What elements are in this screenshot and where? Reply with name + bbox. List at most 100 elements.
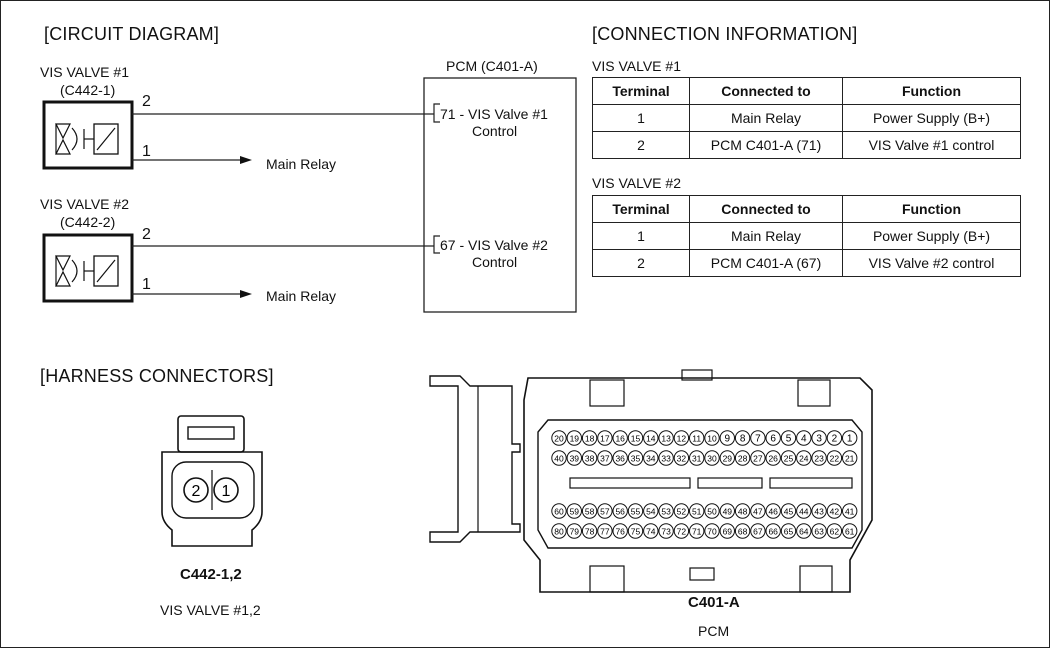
c401-pin	[719, 450, 735, 466]
c401-pin	[612, 450, 628, 466]
connection-info-title: [CONNECTION INFORMATION]	[592, 24, 858, 44]
c401-pin-label: 49	[723, 507, 733, 517]
c401-pin	[658, 503, 674, 519]
conn-table2-title: VIS VALVE #2	[592, 175, 681, 191]
valve1-symbol	[42, 100, 134, 170]
c442-pin-2: 2	[192, 483, 201, 500]
c401-pin	[597, 450, 613, 466]
c401-pin-label: 78	[585, 527, 595, 537]
valve2-name: VIS VALVE #2	[40, 196, 129, 212]
c401-pin	[551, 450, 567, 466]
c401-pin	[704, 430, 720, 446]
c401-pin-label: 21	[845, 454, 855, 464]
c401-pin-label: 51	[692, 507, 702, 517]
conn-table1-title: VIS VALVE #1	[592, 58, 681, 74]
c401-pin	[689, 503, 705, 519]
c401-pin-label: 75	[631, 527, 641, 537]
c401-pin-label: 30	[707, 454, 717, 464]
c401-pin-label: 24	[799, 454, 809, 464]
c401-pin-label: 17	[600, 434, 610, 444]
c401-pin	[826, 450, 843, 466]
c401-pin-label: 2	[832, 434, 838, 445]
c401-pin-label: 47	[753, 507, 763, 517]
valve2-main-relay: Main Relay	[266, 288, 337, 304]
c401-pin	[796, 503, 812, 519]
conn-cell: Power Supply (B+)	[842, 222, 1021, 250]
conn-cell: VIS Valve #1 control	[842, 131, 1021, 159]
c401-pin	[551, 430, 567, 446]
c442-desc: VIS VALVE #1,2	[160, 602, 261, 618]
conn-cell: 2	[592, 249, 690, 277]
c401-pin-label: 41	[845, 507, 855, 517]
c401-pin	[643, 430, 659, 446]
c401-pin	[842, 450, 858, 466]
pcm-pin67-marker	[433, 235, 440, 254]
table-row: 1 Main Relay Power Supply (B+)	[592, 222, 1021, 250]
conn-cell: 1	[592, 104, 690, 132]
valve2-symbol	[42, 233, 134, 303]
c401-pin	[704, 523, 720, 539]
c401-pin	[658, 450, 674, 466]
valve1-main-relay: Main Relay	[266, 156, 337, 172]
c401-pin	[704, 450, 720, 466]
valve1-pin2: 2	[142, 93, 151, 110]
c401-pin	[719, 523, 735, 539]
c401-pin-label: 20	[554, 434, 564, 444]
c401-pin	[658, 430, 674, 446]
pcm-pin71-label: 71 - VIS Valve #1	[440, 106, 548, 122]
conn-header-function: Function	[842, 77, 1021, 105]
c401-pin	[689, 523, 705, 539]
c401-pin	[597, 523, 613, 539]
c401-pin-label: 56	[615, 507, 625, 517]
c401-pin-label: 25	[784, 454, 794, 464]
c401-pin-label: 72	[677, 527, 687, 537]
c401-pin	[765, 450, 781, 466]
c401-pin-label: 8	[740, 434, 746, 445]
conn-cell: 2	[592, 131, 690, 159]
c401-pin-label: 13	[661, 434, 671, 444]
c442-name: C442-1,2	[180, 566, 242, 583]
circuit-diagram-title: [CIRCUIT DIAGRAM]	[44, 24, 220, 44]
c401-pin-label: 12	[677, 434, 687, 444]
c401-pin	[796, 523, 812, 539]
c401-pin-label: 46	[768, 507, 778, 517]
c401-pin-label: 73	[661, 527, 671, 537]
table-row: 2 PCM C401-A (71) VIS Valve #1 control	[592, 131, 1021, 159]
pcm-pin67-control: Control	[472, 254, 518, 270]
c401-pin	[704, 503, 720, 519]
c401-pin-label: 63	[814, 527, 824, 537]
c401-pin	[780, 503, 797, 519]
conn-header-function: Function	[842, 195, 1021, 223]
c401-pin	[627, 523, 644, 539]
c401-pin-label: 44	[799, 507, 809, 517]
c401-pin-label: 48	[738, 507, 748, 517]
conn-cell: Main Relay	[689, 222, 843, 250]
c401-pin	[612, 503, 628, 519]
c401-pin	[719, 430, 735, 446]
c442-pin-1: 1	[222, 483, 231, 500]
c401-pin-label: 23	[814, 454, 824, 464]
c401-pin	[643, 503, 659, 519]
c401-pin	[842, 430, 858, 446]
conn-header-terminal: Terminal	[592, 77, 690, 105]
c401-pin	[627, 450, 644, 466]
c401-pin	[658, 523, 674, 539]
c401-pin	[581, 503, 598, 519]
c401-pin-label: 64	[799, 527, 809, 537]
c401-pin	[673, 523, 690, 539]
c401-pin	[643, 450, 659, 466]
c401-pin	[811, 430, 827, 446]
c401-pin	[765, 503, 781, 519]
c401-pin	[673, 450, 690, 466]
c401-pin	[689, 450, 705, 466]
c401-pin-label: 42	[830, 507, 840, 517]
c401-pin-label: 65	[784, 527, 794, 537]
pcm-pin71-control: Control	[472, 123, 518, 139]
c401-pin-label: 40	[554, 454, 564, 464]
c401-pin-label: 6	[770, 434, 776, 445]
c401-pin-label: 32	[677, 454, 687, 464]
c401-pin	[842, 523, 858, 539]
c401-pin	[566, 503, 582, 519]
c401-pin-label: 61	[845, 527, 855, 537]
